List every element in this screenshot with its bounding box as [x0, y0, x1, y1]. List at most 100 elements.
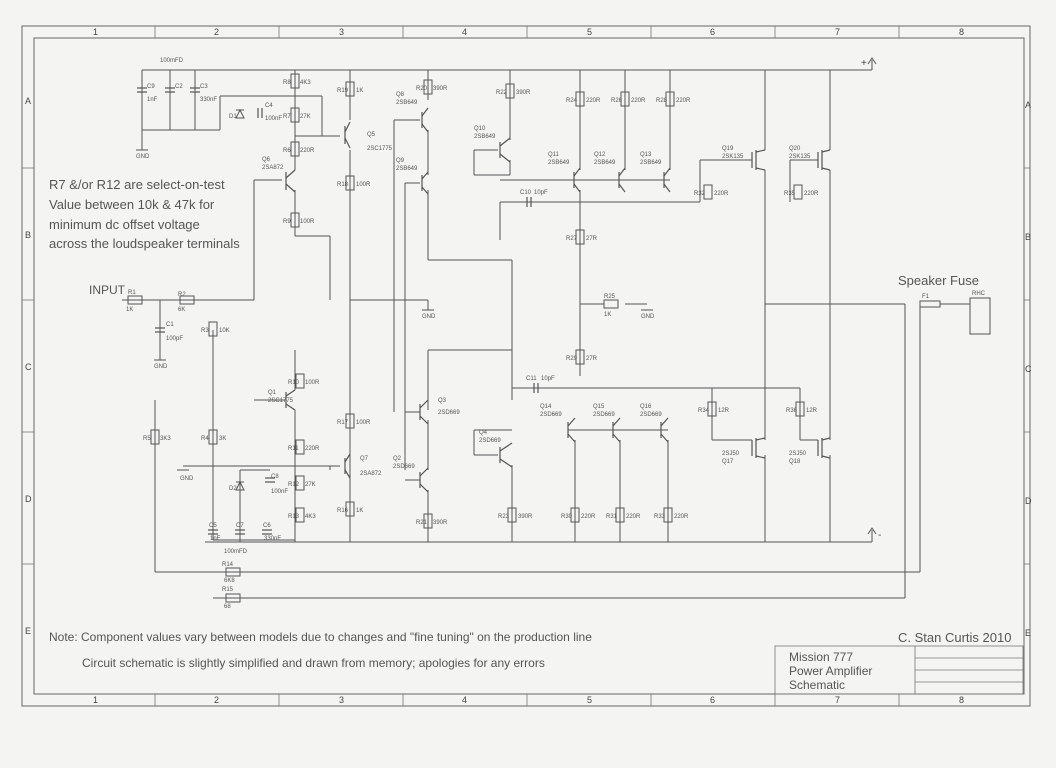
label-r17-value: 100R [356, 420, 371, 426]
label-c3: C3 [200, 84, 208, 90]
label-r24-value: 220R [586, 98, 601, 104]
label-r18: R18 [337, 182, 349, 188]
label-r35: R35 [784, 191, 796, 197]
title-line-3: Schematic [789, 678, 845, 692]
col-label-bottom-1: 1 [93, 695, 98, 705]
label-r7-value: 27K [300, 114, 311, 120]
diode-d2 [235, 480, 245, 491]
capacitor-c2 [165, 87, 175, 93]
label-q19-value: 2SK135 [722, 154, 744, 160]
resistor-r20 [423, 79, 433, 95]
label-q18: Q18 [789, 459, 801, 465]
label-r20: R20 [416, 86, 428, 92]
wires [122, 69, 921, 599]
resistor-r28 [665, 91, 675, 107]
col-label-top-4: 4 [462, 27, 467, 37]
col-label-top-1: 1 [93, 27, 98, 37]
label-c7: C7 [236, 523, 244, 529]
footnote-line-2: Circuit schematic is slightly simplified… [82, 656, 545, 670]
resistor-r5 [150, 429, 160, 445]
resistor-r16 [345, 501, 355, 517]
label-c9-value: 1nF [147, 97, 158, 103]
capacitors [137, 87, 539, 535]
transistor-q20 [817, 149, 831, 171]
select-note-line-4: across the loudspeaker terminals [49, 236, 240, 251]
label-c3-value: 330nF [200, 97, 217, 103]
label-q5-value: 2SC1775 [367, 146, 393, 152]
label-q7: Q7 [360, 456, 369, 462]
label-r6-value: 220R [300, 148, 315, 154]
resistor-r34 [707, 401, 717, 417]
col-label-bottom-5: 5 [587, 695, 592, 705]
transistor-q3 [419, 399, 429, 425]
label-q17-value: 2SJ50 [722, 451, 740, 457]
resistor-r18 [345, 175, 355, 191]
label-r9: R9 [283, 219, 291, 225]
label-r2-value: 6K [178, 307, 185, 313]
label-r31: R31 [606, 514, 618, 520]
col-label-top-3: 3 [339, 27, 344, 37]
capacitor-c5 [208, 529, 218, 535]
label-r3: R3 [201, 328, 209, 334]
label-q15-value: 2SD669 [593, 412, 615, 418]
transistors [285, 107, 831, 493]
transistor-q2 [419, 467, 429, 493]
resistor-r4 [208, 429, 218, 445]
capacitor-c11 [533, 383, 539, 393]
resistor-r10 [295, 373, 305, 389]
label-q9-value: 2SB649 [396, 166, 418, 172]
label-positive-rail: + [861, 58, 867, 69]
capacitor-c4 [257, 108, 263, 118]
label-q2: Q2 [393, 456, 402, 462]
label-q3: Q3 [438, 398, 447, 404]
resistors [127, 73, 805, 603]
capacitor-c6 [262, 529, 272, 535]
label-r16-value: 1K [356, 508, 363, 514]
label-r14: R14 [222, 562, 234, 568]
resistor-r36 [795, 401, 805, 417]
label-q20: Q20 [789, 146, 801, 152]
resistor-r2 [179, 295, 195, 305]
label-r32: R32 [694, 191, 706, 197]
label-q19: Q19 [722, 146, 734, 152]
transistor-q8 [421, 107, 429, 133]
input-label: INPUT [89, 283, 126, 297]
label-r26-value: 220R [631, 98, 646, 104]
label-q20-value: 2SK135 [789, 154, 811, 160]
label-r23-value: 390R [518, 514, 533, 520]
transistor-q10 [499, 137, 511, 163]
title-block [774, 645, 1024, 695]
resistor-r7 [290, 107, 300, 123]
resistor-r17 [345, 413, 355, 429]
resistor-r19 [345, 81, 355, 97]
resistor-r15 [225, 593, 241, 603]
label-q13: Q13 [640, 152, 652, 158]
label-cap-bottom: 100mFD [224, 549, 248, 555]
label-q11-value: 2SB649 [548, 160, 570, 166]
col-label-top-2: 2 [214, 27, 219, 37]
col-label-bottom-4: 4 [462, 695, 467, 705]
label-r10: R10 [288, 380, 300, 386]
label-d2: D2 [229, 486, 237, 492]
label-c5: C5 [209, 523, 217, 529]
speaker-fuse-label: Speaker Fuse [898, 273, 979, 288]
label-r14-value: 6K8 [224, 578, 235, 584]
row-label-right-a: A [1025, 100, 1031, 110]
label-c8: C8 [271, 474, 279, 480]
label-r25: R25 [604, 294, 616, 300]
label-q16: Q16 [640, 404, 652, 410]
label-r28: R28 [656, 98, 668, 104]
label-r27-value: 27R [586, 236, 598, 242]
label-c1: C1 [166, 322, 174, 328]
label-q6: Q6 [262, 157, 271, 163]
label-c5-value: 1nF [210, 536, 221, 542]
label-d1: D1 [229, 114, 237, 120]
grid-ticks [22, 26, 1030, 706]
label-q4-value: 2SD669 [479, 438, 501, 444]
label-r12-value: 27K [305, 482, 316, 488]
row-label-left-e: E [25, 626, 31, 636]
label-r17: R17 [337, 420, 349, 426]
resistor-r23 [507, 507, 517, 523]
capacitor-c9 [137, 87, 147, 93]
label-gnd-mid: GND [422, 314, 436, 320]
